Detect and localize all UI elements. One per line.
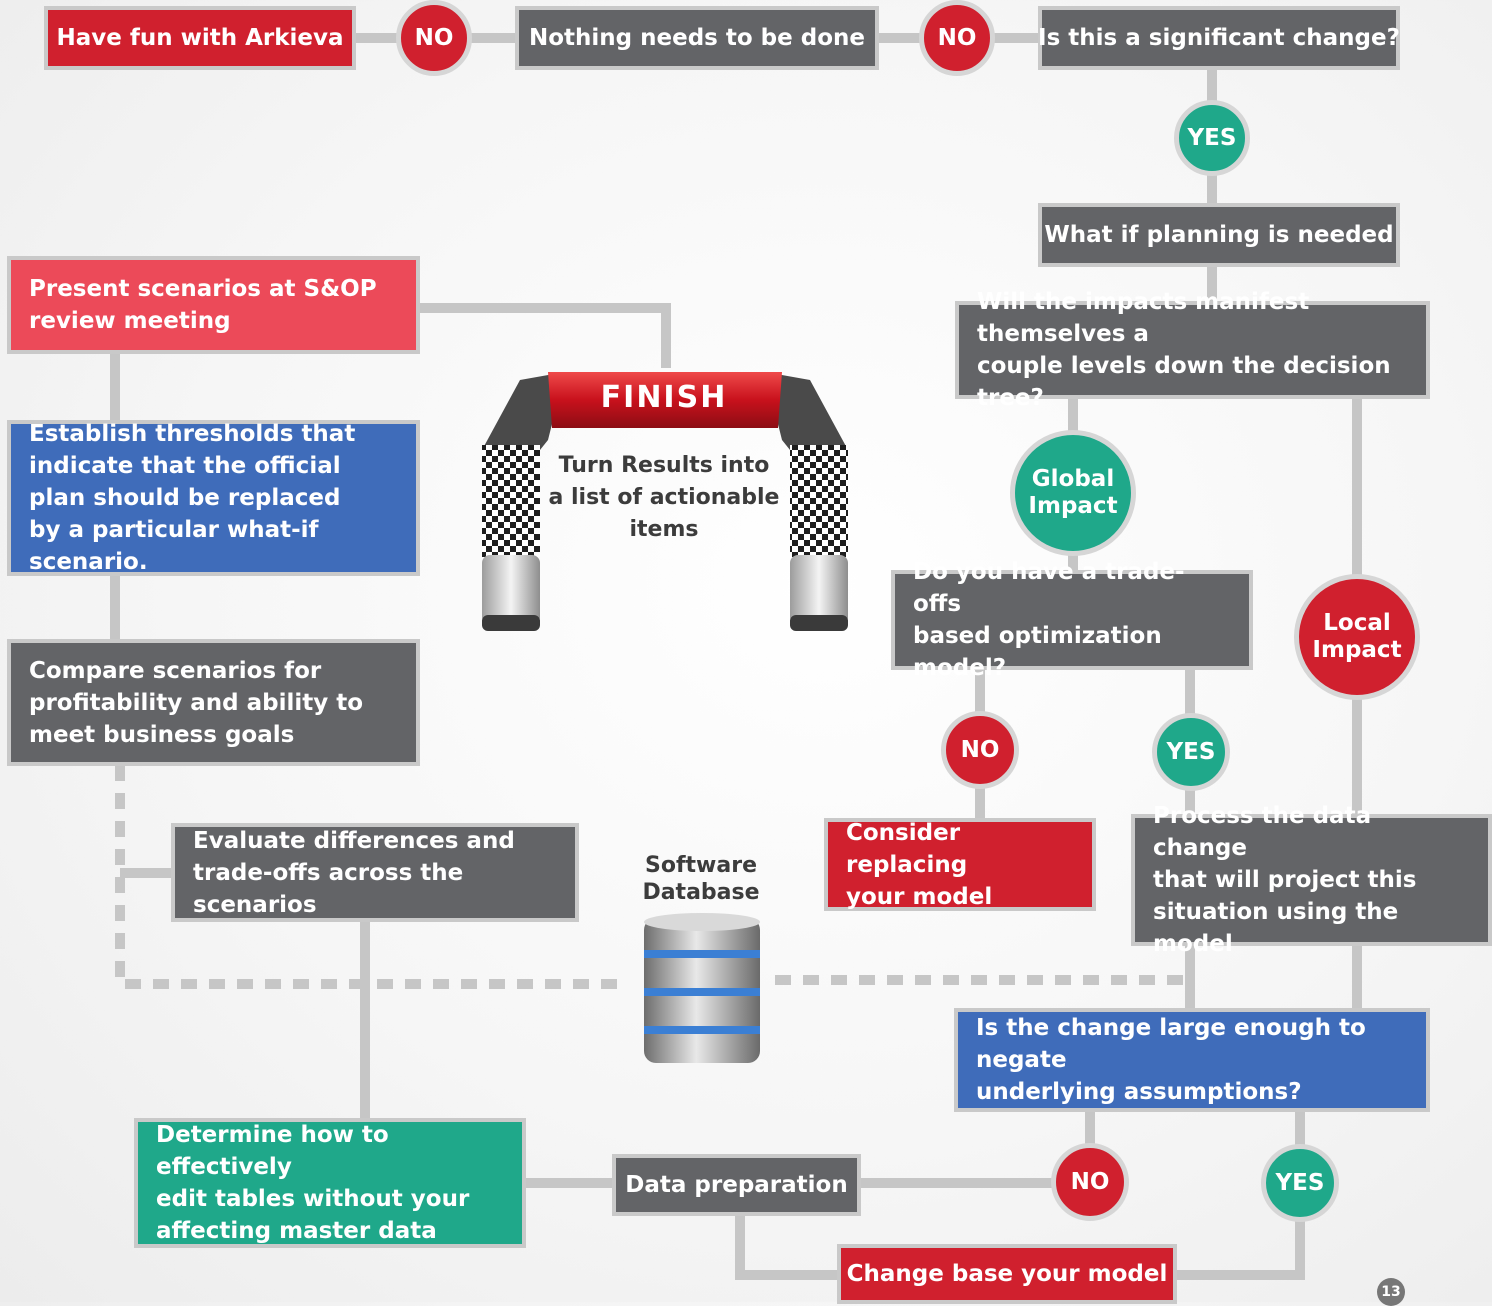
present-line-2: review meeting [29,308,231,334]
data-preparation-box: Data preparation [612,1154,861,1216]
process-data-box: Process the data change that will projec… [1131,803,1492,957]
tradeoffs-model-box: Do you have a trade-offs based optimizat… [891,559,1253,681]
consider-replacing-box: Consider replacing your model [824,818,1096,911]
consider-replacing-line-2: your model [846,883,993,910]
change-large-line-1: Is the change large enough to negate [976,1015,1366,1073]
finish-caption-line-1: Turn Results into [558,453,770,478]
thresholds-box: Establish thresholds that indicate that … [7,420,420,576]
change-base-label: Change base your model [846,1261,1168,1287]
what-if-box: What if planning is needed [1038,203,1400,267]
no-circle-4: NO [1051,1143,1129,1221]
thresholds-line-3: plan should be replaced [29,485,341,511]
yes-circle-1-label: YES [1187,124,1237,151]
finish-caption: Turn Results into a list of actionable i… [548,450,780,546]
determine-line-2: edit tables without your [156,1186,470,1212]
evaluate-line-2: trade-offs across the scenarios [193,859,464,918]
no-circle-1: NO [396,0,472,76]
present-line-1: Present scenarios at S&OP [29,276,377,302]
database-graphic [644,913,760,1063]
thresholds-line-2: indicate that the official [29,453,341,479]
have-fun-label: Have fun with Arkieva [56,25,344,51]
determine-line-3: affecting master data [156,1218,437,1244]
compare-line-1: Compare scenarios for [29,657,322,684]
db-label-line-2: Database [642,880,760,905]
no-circle-2-label: NO [937,24,977,51]
finish-banner-text: FINISH [600,380,728,415]
data-preparation-label: Data preparation [625,1172,848,1198]
determine-line-1: Determine how to effectively [156,1122,389,1180]
global-impact-circle: Global Impact [1010,430,1136,556]
consider-replacing-line-1: Consider replacing [846,819,968,878]
software-database-label: Software Database [620,852,782,906]
change-large-box: Is the change large enough to negate und… [954,1008,1430,1112]
change-large-line-2: underlying assumptions? [976,1079,1302,1105]
significant-change-label: Is this a significant change? [1038,25,1400,51]
db-label-line-1: Software [645,853,757,878]
significant-change-box: Is this a significant change? [1038,6,1400,70]
process-data-line-3: situation using the model [1153,899,1399,957]
yes-circle-1: YES [1174,100,1250,176]
finish-caption-line-3: items [629,517,699,542]
no-circle-1-label: NO [414,24,454,51]
tradeoffs-model-line-2: based optimization model? [913,623,1162,681]
yes-circle-2: YES [1152,713,1230,791]
process-data-line-1: Process the data change [1153,803,1372,861]
yes-circle-3-label: YES [1275,1169,1325,1196]
yes-circle-2-label: YES [1166,738,1216,765]
global-line-2: Impact [1028,493,1118,519]
process-data-line-2: that will project this [1153,867,1417,893]
impacts-line-2: couple levels down the decision tree? [977,353,1391,411]
nothing-needed-label: Nothing needs to be done [529,25,865,51]
page-number: 13 [1377,1278,1405,1306]
no-circle-3: NO [941,711,1019,789]
local-line-1: Local [1323,610,1391,636]
local-line-2: Impact [1312,637,1402,663]
finish-arch-graphic [482,372,848,631]
tradeoffs-model-line-1: Do you have a trade-offs [913,559,1185,617]
impacts-line-1: Will the impacts manifest themselves a [977,289,1310,347]
compare-scenarios-box: Compare scenarios for profitability and … [7,639,420,766]
nothing-needed-box: Nothing needs to be done [515,6,879,70]
present-scenarios-box: Present scenarios at S&OP review meeting [7,256,420,354]
compare-line-2: profitability and ability to [29,689,364,716]
evaluate-line-1: Evaluate differences and [193,827,515,854]
have-fun-box: Have fun with Arkieva [44,6,356,70]
no-circle-3-label: NO [960,736,1000,763]
global-line-1: Global [1031,466,1115,492]
change-base-box: Change base your model [837,1244,1177,1304]
determine-edit-box: Determine how to effectively edit tables… [134,1118,526,1248]
thresholds-line-1: Establish thresholds that [29,421,356,447]
compare-line-3: meet business goals [29,721,295,748]
no-circle-2: NO [919,0,995,76]
thresholds-line-4: by a particular what-if scenario. [29,517,319,575]
no-circle-4-label: NO [1070,1168,1110,1195]
yes-circle-3: YES [1261,1144,1339,1222]
what-if-label: What if planning is needed [1044,222,1394,248]
impacts-question-box: Will the impacts manifest themselves a c… [955,289,1430,411]
evaluate-differences-box: Evaluate differences and trade-offs acro… [171,823,579,922]
local-impact-circle: Local Impact [1294,574,1420,700]
finish-caption-line-2: a list of actionable [548,485,780,510]
